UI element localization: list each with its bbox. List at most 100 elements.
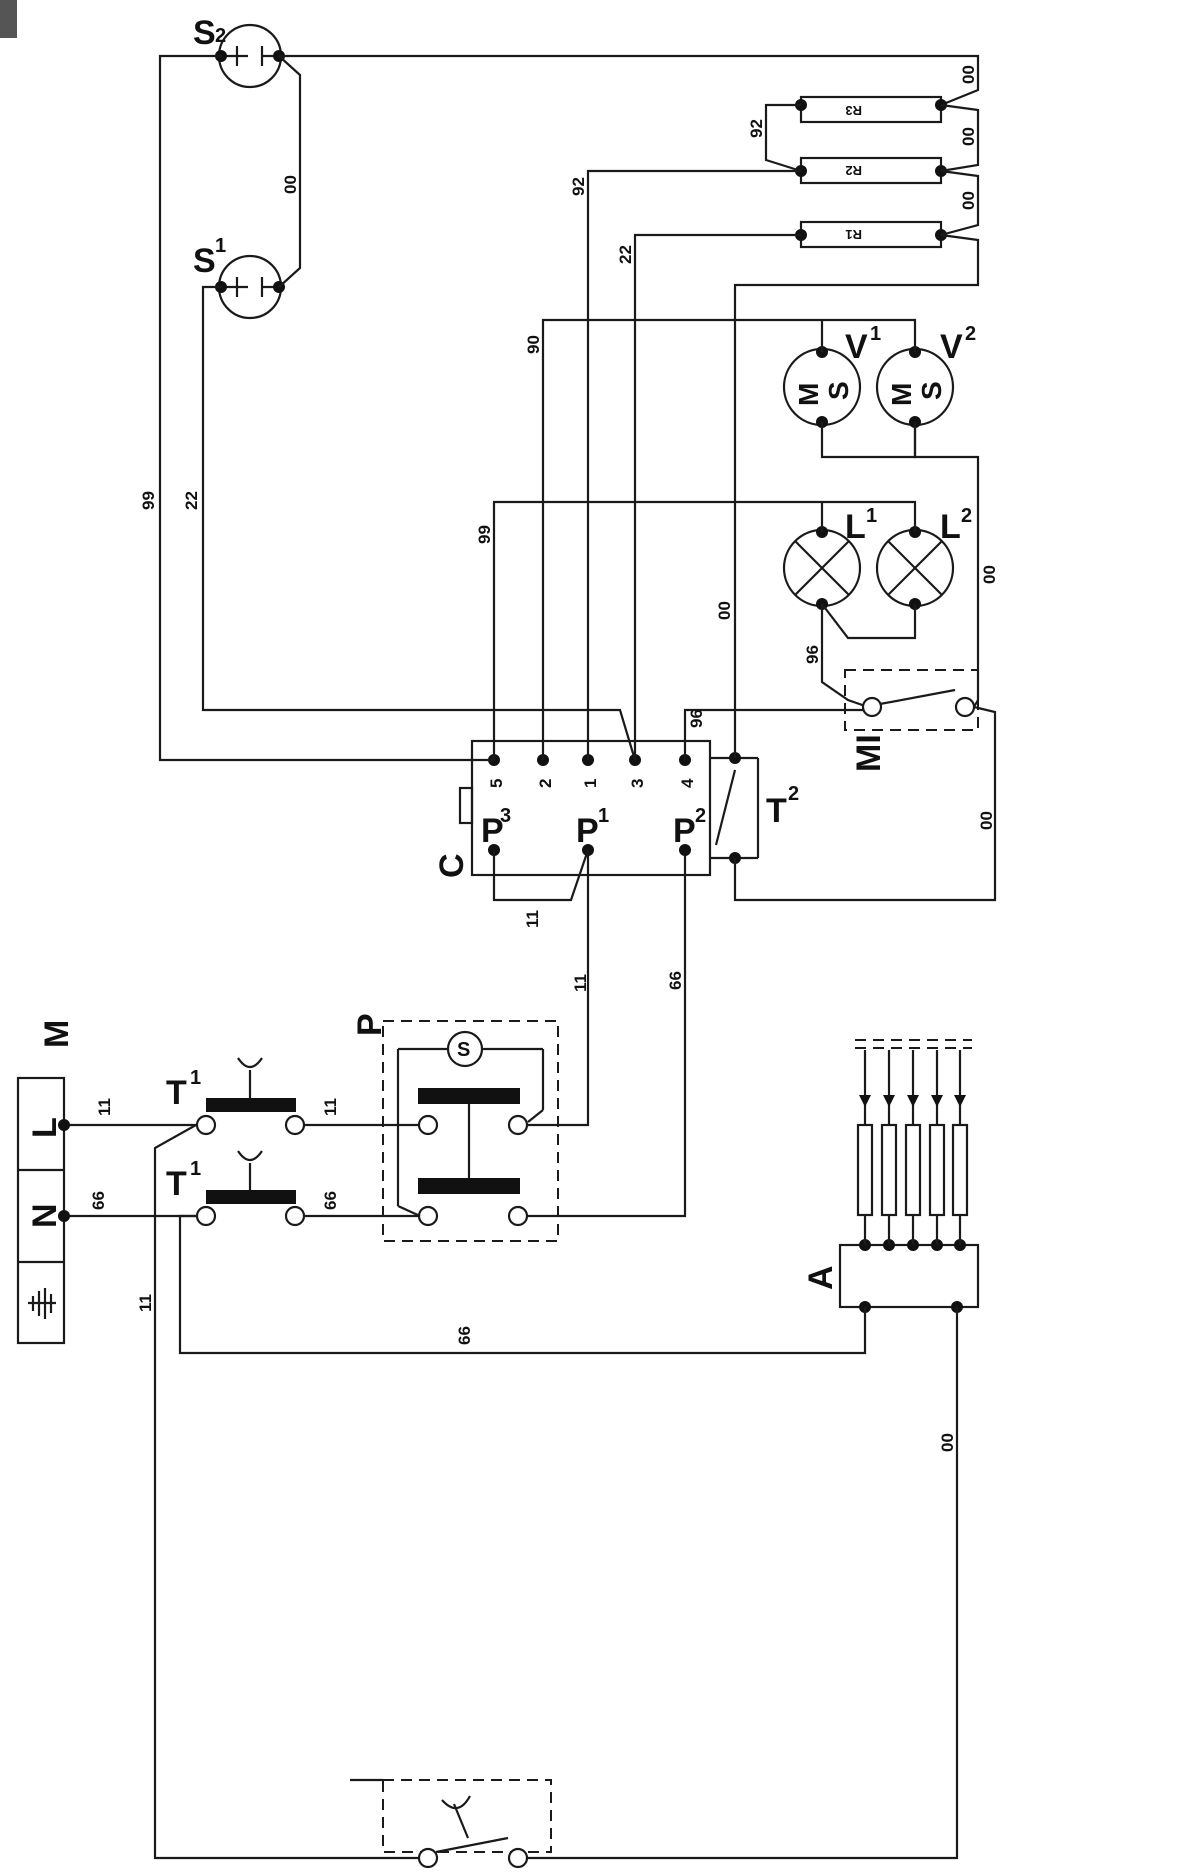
wire-motors-bottom: [820, 422, 917, 459]
wire-label-00-a: 00: [938, 1433, 957, 1452]
wire-p3-p1: [492, 849, 590, 902]
label-s2-sub: 2: [215, 25, 226, 47]
wire-00-motors-right: [913, 422, 980, 700]
wire-label-00-t2: 00: [715, 601, 734, 620]
wire-label-92: 92: [569, 177, 588, 196]
terminal-3: 3: [628, 779, 647, 788]
terminal-1: 1: [581, 779, 600, 788]
wire-11-bottom: [153, 1124, 419, 1860]
wire-00-a: [518, 1307, 959, 1860]
label-l1-sub: 1: [866, 505, 877, 527]
svg-text:R3: R3: [845, 103, 862, 118]
label-v2-sub: 2: [965, 323, 976, 345]
wire-label-96-l: 96: [803, 645, 822, 664]
label-a: A: [802, 1265, 840, 1290]
svg-text:S: S: [916, 381, 947, 400]
fan-motor-v1: M S: [782, 346, 862, 428]
fan-motor-v2: M S: [875, 346, 955, 428]
wire-label-22-r: 22: [616, 245, 635, 264]
sensor-block-a: [838, 1239, 980, 1313]
wire-22-s1: [201, 285, 637, 761]
wire-00-right: [973, 699, 979, 708]
wire-label-99-left: 99: [139, 491, 158, 510]
wire-label-66-a: 66: [455, 1326, 474, 1345]
wire-00-top: [279, 54, 980, 107]
label-t2-sub: 2: [788, 783, 799, 805]
label-t1-lower: T: [166, 1165, 187, 1203]
wire-label-00-r2: 00: [959, 127, 978, 146]
door-switch-mi: [844, 669, 979, 731]
wire-label-66-p2: 66: [666, 971, 685, 990]
resistor-r1: R1: [795, 220, 947, 249]
label-t1-upper-sub: 1: [190, 1067, 201, 1089]
wire-00-r2-r1: [940, 169, 980, 237]
corner-mark: [0, 0, 17, 38]
wire-label-11-c: 11: [523, 910, 542, 928]
label-l2-sub: 2: [961, 505, 972, 527]
label-p2-sub: 2: [695, 805, 706, 827]
wire-label-92-r: 92: [747, 119, 766, 138]
line-n-wires: [58, 1210, 420, 1222]
label-l1: L: [845, 508, 866, 546]
wire-00-mi: [733, 705, 997, 902]
svg-text:R1: R1: [845, 227, 862, 242]
label-n: N: [26, 1203, 64, 1228]
terminal-2: 2: [536, 779, 555, 788]
switch-p: S: [382, 1020, 559, 1242]
wire-92: [586, 169, 801, 760]
switch-t1-lower: [195, 1150, 306, 1227]
label-p2: P: [673, 812, 696, 850]
label-p1-sub: 1: [598, 805, 609, 827]
earth-icon: [28, 1288, 56, 1319]
wire-label-00-r1: 00: [959, 191, 978, 210]
svg-text:S: S: [823, 381, 854, 400]
wire-92-r3-r2: [764, 103, 802, 173]
wire-66-a: [178, 1214, 867, 1355]
wire-00-r1-down: [733, 233, 980, 758]
label-p3: P: [481, 812, 504, 850]
switch-t1-upper: [195, 1057, 306, 1136]
label-p3-sub: 3: [500, 805, 511, 827]
wire-label-66-n2: 66: [321, 1191, 340, 1210]
wire-99-lamps: [492, 500, 917, 760]
wire-00-r3-r2: [940, 103, 980, 173]
terminal-5: 5: [487, 779, 506, 788]
wire-label-11-l: 11: [95, 1098, 114, 1116]
resistor-r2: R2: [795, 156, 947, 185]
label-l2: L: [940, 508, 961, 546]
terminal-4: 4: [678, 778, 697, 788]
bottom-switch: [350, 1778, 552, 1869]
heating-elements: [855, 1039, 972, 1245]
wire-label-96-mi: 96: [687, 709, 706, 728]
wire-s1-s2: [278, 55, 302, 288]
wire-label-00-r3: 00: [959, 65, 978, 84]
wire-label-11-p: 11: [571, 974, 590, 992]
label-l: L: [26, 1117, 64, 1138]
wire-label-00-lamps: 00: [980, 565, 999, 584]
label-s2: S: [193, 14, 216, 52]
line-l-wires: [58, 1119, 420, 1131]
wire-label-11-bottom: 11: [136, 1294, 155, 1312]
lamp-l2: [875, 526, 955, 610]
label-v1: V: [845, 328, 868, 366]
wire-22-r1: [633, 233, 801, 760]
wire-label-99-c: 99: [475, 525, 494, 544]
label-s1: S: [193, 242, 216, 280]
wire-label-22-left: 22: [182, 491, 201, 510]
wire-p-to-p2: [527, 850, 687, 1218]
wire-90: [541, 318, 917, 760]
wire-label-00-mi: 00: [977, 811, 996, 830]
wire-96-lamp: [820, 604, 869, 709]
label-t1-upper: T: [166, 1074, 187, 1112]
label-v2: V: [940, 328, 963, 366]
svg-text:S: S: [457, 1039, 470, 1061]
label-c: C: [433, 853, 471, 878]
wire-label-00-s: 00: [281, 175, 300, 194]
wire-label-90: 90: [524, 335, 543, 354]
wire-label-11-l2: 11: [321, 1098, 340, 1116]
svg-text:R2: R2: [845, 163, 862, 178]
svg-text:M: M: [793, 383, 824, 406]
label-p: P: [351, 1013, 389, 1036]
solenoid-s1: [215, 254, 285, 320]
